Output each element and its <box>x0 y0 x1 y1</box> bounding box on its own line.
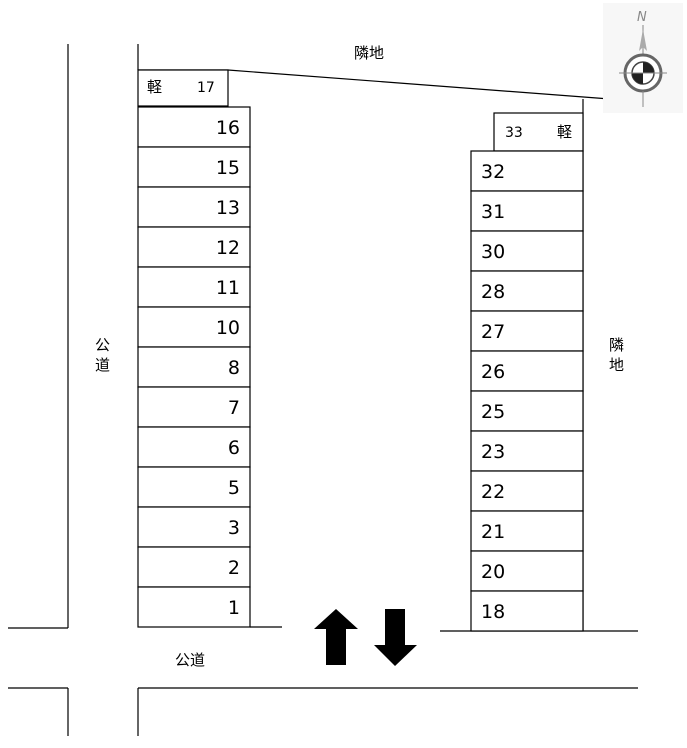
left-kei-number: 17 <box>197 80 215 96</box>
right-space-number: 27 <box>481 321 505 343</box>
left-space-number: 5 <box>228 477 240 499</box>
right-parking-space <box>470 150 584 192</box>
left-parking-space <box>137 466 251 508</box>
left-space-number: 8 <box>228 357 240 379</box>
road-lines <box>8 44 638 736</box>
neighbor-right-label-1: 隣 <box>609 336 624 354</box>
right-parking-space <box>470 550 584 592</box>
right-space-number: 18 <box>481 601 505 623</box>
down-arrow-icon <box>374 609 417 666</box>
up-arrow-icon <box>314 609 358 665</box>
right-space-number: 25 <box>481 401 505 423</box>
compass-icon: N <box>603 3 683 113</box>
right-parking-space <box>470 270 584 312</box>
right-space-number: 28 <box>481 281 505 303</box>
left-kei-mark: 軽 <box>147 78 162 96</box>
left-space-number: 12 <box>216 237 240 259</box>
left-parking-space <box>137 426 251 468</box>
left-parking-space <box>137 106 251 148</box>
right-kei-mark: 軽 <box>557 123 572 141</box>
left-parking-space <box>137 346 251 388</box>
right-space-number: 23 <box>481 441 505 463</box>
left-space-number: 10 <box>216 317 240 339</box>
right-parking-space <box>470 590 584 632</box>
road-bottom-label: 公道 <box>175 651 205 669</box>
left-space-number: 3 <box>228 517 240 539</box>
left-space-number: 13 <box>216 197 240 219</box>
left-space-number: 2 <box>228 557 240 579</box>
right-space-number: 26 <box>481 361 505 383</box>
right-parking-space <box>470 310 584 352</box>
left-parking-space <box>137 186 251 228</box>
compass-north-label: N <box>637 10 647 25</box>
right-parking-space <box>470 230 584 272</box>
left-space-number: 11 <box>216 277 240 299</box>
right-space-number: 31 <box>481 201 505 223</box>
right-space-number: 32 <box>481 161 505 183</box>
road-left-label-1: 公 <box>95 336 110 354</box>
road-left-label-2: 道 <box>95 356 110 374</box>
right-parking-row: 33 軽 32 31 30 28 27 26 25 23 22 21 20 18 <box>470 112 584 632</box>
left-parking-space <box>137 506 251 548</box>
neighbor-right-label-2: 地 <box>609 356 624 374</box>
right-kei-number: 33 <box>505 125 523 141</box>
right-parking-space <box>470 430 584 472</box>
left-space-number: 7 <box>228 397 240 419</box>
left-parking-space <box>137 586 251 628</box>
right-parking-space <box>470 470 584 512</box>
left-space-number: 6 <box>228 437 240 459</box>
left-kei-space <box>137 69 229 107</box>
left-space-number: 16 <box>216 117 240 139</box>
right-space-number: 22 <box>481 481 505 503</box>
left-space-number: 1 <box>228 597 240 619</box>
left-space-number: 15 <box>216 157 240 179</box>
right-parking-space <box>470 190 584 232</box>
right-space-number: 20 <box>481 561 505 583</box>
right-parking-space <box>470 390 584 432</box>
neighbor-top-label: 隣地 <box>354 44 384 62</box>
right-parking-space <box>470 510 584 552</box>
left-parking-row: 軽 17 16 15 13 12 11 10 8 7 6 5 3 2 1 <box>137 69 251 628</box>
right-space-number: 21 <box>481 521 505 543</box>
left-parking-space <box>137 306 251 348</box>
right-space-number: 30 <box>481 241 505 263</box>
left-parking-space <box>137 386 251 428</box>
